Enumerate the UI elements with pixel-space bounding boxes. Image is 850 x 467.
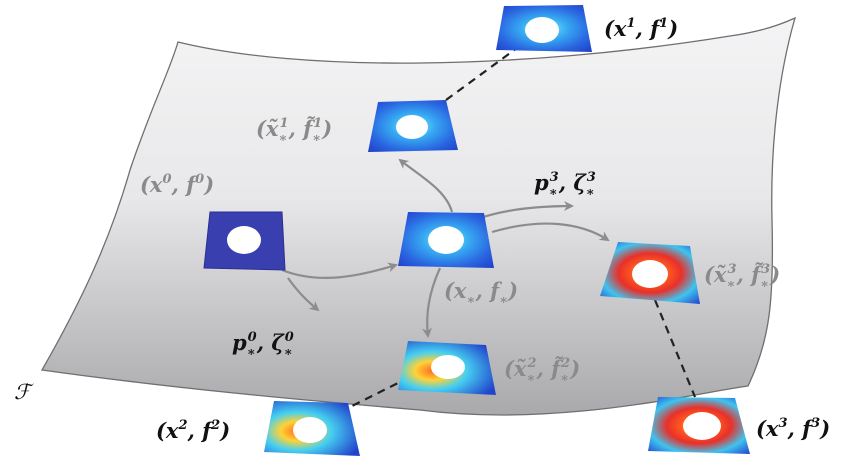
arrow-xs-to-xt1 [398,158,454,213]
plate-xt2 [398,341,496,395]
plate-xt3 [600,242,700,304]
arrow-xs-to-p3 [479,201,574,220]
dashed-link-x1 [445,47,518,101]
label-x0-f0: (x0, f0) [140,172,214,197]
plate-x0 [203,211,286,271]
label-p0-zeta0: p∗0, ζ∗0 [232,330,294,360]
label-xtilde2-ftilde2: (x̃∗2, f̃∗2) [504,356,580,386]
dashed-link-x2 [339,382,399,413]
arrow-to-p0 [287,277,320,312]
label-xtilde3-ftilde3: (x̃∗3, f̃∗3) [704,262,780,292]
label-xtilde1-ftilde1: (x̃∗1, f̃∗1) [256,116,332,146]
label-x2-f2: (x2, f2) [156,418,230,443]
plate-x3 [648,397,750,454]
arrow-xs-to-xt2 [422,267,442,338]
dashed-link-x3 [653,299,697,398]
arrow-x0-to-xs [281,262,398,280]
label-x3-f3: (x3, f3) [756,416,830,441]
label-p3-zeta3: p∗3, ζ∗3 [534,170,596,200]
arrow-xs-to-xt3 [491,222,610,242]
plate-xt1 [368,100,458,152]
plate-xs [398,212,494,268]
label-x1-f1: (x1, f1) [604,16,678,41]
label-xstar-fstar: (x∗, f∗) [444,278,518,308]
manifold-label: ℱ [14,380,34,404]
plate-x2 [264,401,360,456]
plate-x1 [496,5,592,52]
